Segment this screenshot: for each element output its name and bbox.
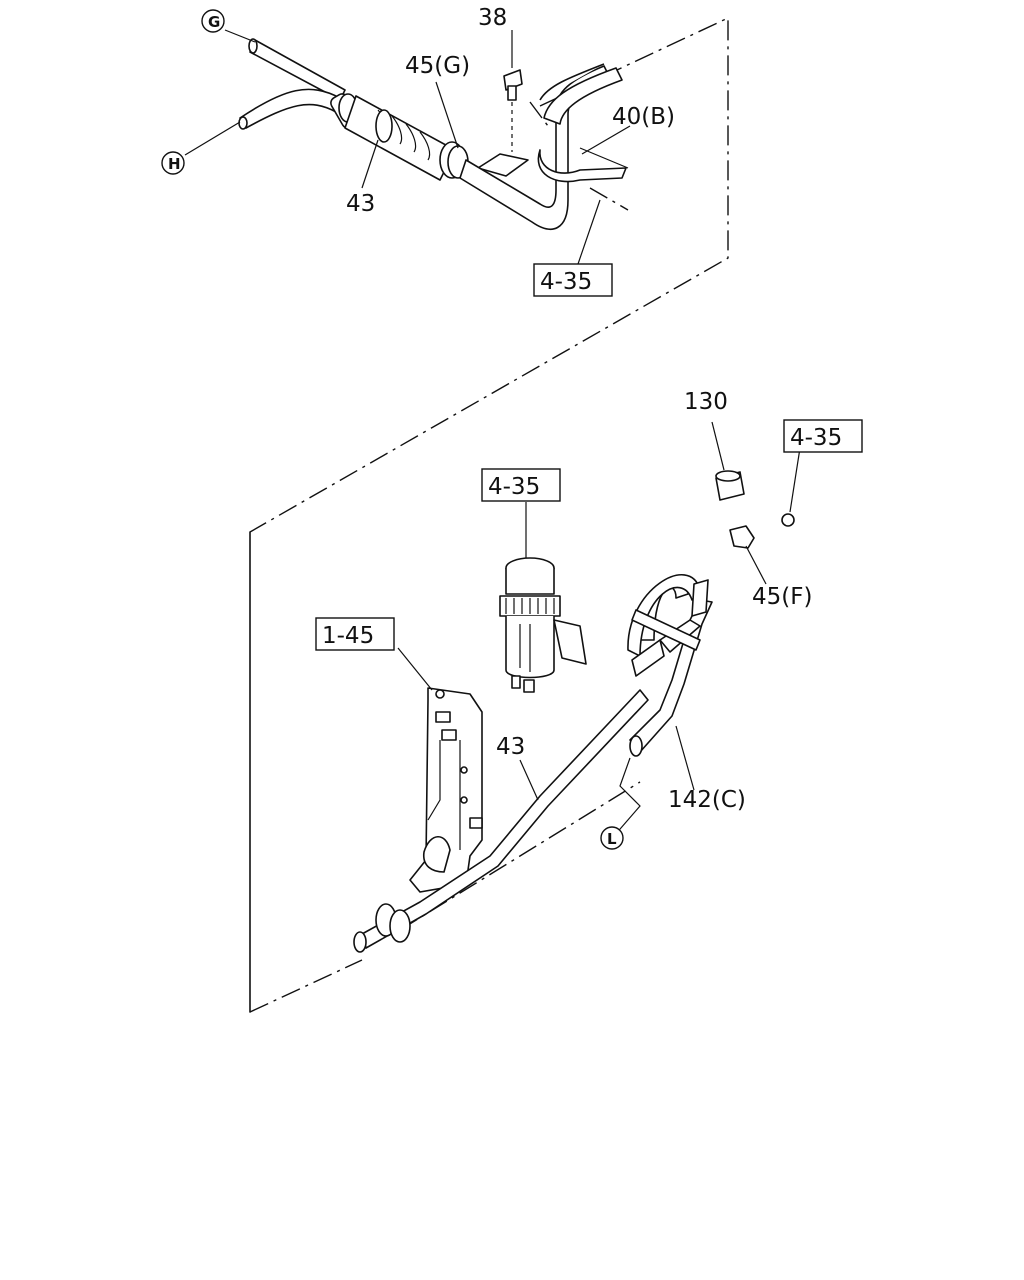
ref-box-right-label: 4-35 xyxy=(790,425,842,451)
callout-142c: 142(C) xyxy=(668,787,746,813)
ref-box-top: 4-35 xyxy=(533,263,613,297)
connector-h-label: H xyxy=(168,155,181,173)
callout-45g: 45(G) xyxy=(405,53,470,79)
connector-l-label: L xyxy=(607,830,617,848)
callout-38: 38 xyxy=(478,5,507,31)
connector-l: L xyxy=(600,826,624,850)
ref-box-bracket: 1-45 xyxy=(315,617,395,651)
ref-box-reservoir: 4-35 xyxy=(481,468,561,502)
connector-g-label: G xyxy=(208,13,220,31)
mounting-bracket xyxy=(409,687,483,893)
ref-box-bracket-label: 1-45 xyxy=(322,623,374,649)
top-hose-assembly xyxy=(238,38,629,230)
connector-g: G xyxy=(201,9,225,33)
bottom-hose-assembly xyxy=(353,470,795,953)
leader-lines xyxy=(184,29,801,837)
fluid-reservoir xyxy=(499,557,587,693)
callout-45f: 45(F) xyxy=(752,584,812,610)
callout-130: 130 xyxy=(684,389,728,415)
callout-43-top: 43 xyxy=(346,191,375,217)
ref-box-reservoir-label: 4-35 xyxy=(488,474,540,500)
callout-43-bottom: 43 xyxy=(496,734,525,760)
connector-h: H xyxy=(161,151,185,175)
callout-40b: 40(B) xyxy=(612,104,675,130)
ref-box-top-label: 4-35 xyxy=(540,269,592,295)
ref-box-right: 4-35 xyxy=(783,419,863,453)
